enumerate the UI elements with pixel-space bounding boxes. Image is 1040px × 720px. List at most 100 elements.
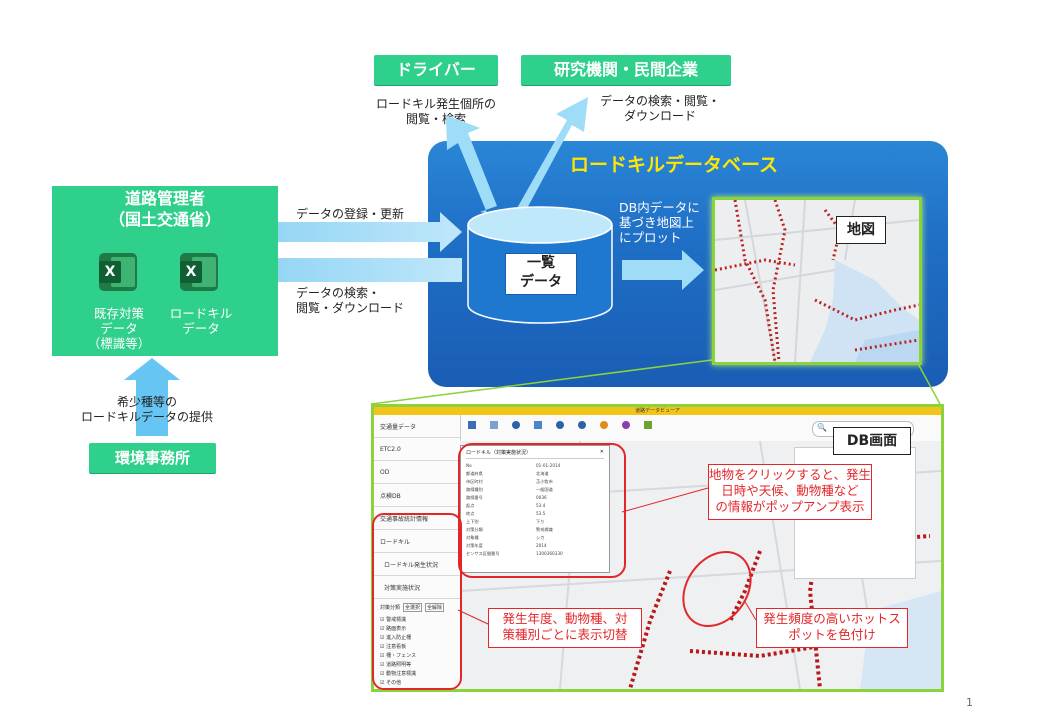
toolbar-icon-2[interactable] bbox=[490, 421, 498, 429]
toolbar-icon-7[interactable] bbox=[600, 421, 608, 429]
close-icon[interactable]: ✕ bbox=[599, 449, 604, 455]
popup-row-value: 53.5 bbox=[536, 511, 546, 516]
popup-callout-line3: の情報がポップアンプ表示 bbox=[715, 499, 865, 514]
measure-item[interactable]: ☑ 注意看板 bbox=[380, 643, 454, 652]
toolbar-icon-1[interactable] bbox=[468, 421, 476, 429]
layer-highlight bbox=[372, 513, 462, 690]
layer-row-1[interactable]: 交通量データ bbox=[374, 415, 460, 438]
research-note-line1: データの検索・閲覧・ bbox=[599, 94, 720, 108]
measure-item[interactable]: ☑ 動物注意標識 bbox=[380, 670, 454, 679]
measure-item-label: 路面表示 bbox=[386, 626, 407, 632]
zoom-line-right bbox=[915, 359, 941, 405]
popup-title: ロードキル（対策実施状況） bbox=[466, 450, 532, 456]
arrow-plot bbox=[622, 250, 704, 290]
zoom-line-left bbox=[370, 359, 713, 405]
search-note-line2: 閲覧・ダウンロード bbox=[296, 301, 405, 315]
excel-left-line3: （標識等） bbox=[87, 336, 151, 351]
checkbox-icon: ☑ bbox=[380, 635, 385, 641]
measure-item[interactable]: ☑ 警戒標識 bbox=[380, 616, 454, 625]
popup-row-value: シカ bbox=[536, 535, 545, 540]
layer-row-2[interactable]: ETC2.0 bbox=[374, 438, 460, 461]
driver-tag: ドライバー bbox=[374, 55, 498, 85]
layer-panel: 交通量データ ETC2.0 OD 点検DB 交通事故統計情報 ロードキル ロード… bbox=[374, 415, 461, 689]
popup-row: 都道府県北海道 bbox=[466, 471, 604, 479]
register-note: データの登録・更新 bbox=[296, 207, 405, 221]
layer-label-4: 点検DB bbox=[380, 492, 401, 500]
measure-item[interactable]: ☑ 道路照明等 bbox=[380, 661, 454, 670]
checkbox-icon: ☑ bbox=[380, 662, 385, 668]
excel-right-label: ロードキル データ bbox=[156, 306, 246, 336]
toggle-callout-line2: 策種別ごとに表示切替 bbox=[502, 627, 628, 642]
measure-item-label: 動物注意標識 bbox=[386, 671, 417, 677]
measure-item[interactable]: ☑ 柵・フェンス bbox=[380, 652, 454, 661]
popup-row: 対策分類警戒標識 bbox=[466, 527, 604, 535]
popup-row-key: 終点 bbox=[466, 511, 475, 516]
plot-note-line1: DB内データに bbox=[619, 200, 700, 215]
driver-note-line1: ロードキル発生個所の bbox=[375, 97, 496, 111]
measure-item[interactable]: ☑ 進入防止柵 bbox=[380, 634, 454, 643]
toolbar-icon-9[interactable] bbox=[644, 421, 652, 429]
clear-all-button[interactable]: 全解除 bbox=[425, 603, 445, 612]
toolbar-icons bbox=[468, 421, 652, 429]
toolbar-icon-3[interactable] bbox=[512, 421, 520, 429]
page-number: 1 bbox=[966, 696, 973, 709]
excel-left-label: 既存対策 データ （標識等） bbox=[74, 306, 164, 351]
checkbox-icon: ☑ bbox=[380, 671, 385, 677]
search-note-line1: データの検索・ bbox=[296, 286, 381, 300]
env-note: 希少種等の ロードキルデータの提供 bbox=[62, 395, 232, 425]
layer-row-3[interactable]: OD bbox=[374, 461, 460, 484]
popup-highlight bbox=[458, 443, 626, 578]
cylinder-label: 一覧 データ bbox=[505, 253, 577, 295]
toolbar-icon-5[interactable] bbox=[556, 421, 564, 429]
search-icon: 🔍 bbox=[817, 423, 827, 432]
popup-row: 終点 53.5 bbox=[466, 511, 604, 519]
layer-row-5[interactable]: 交通事故統計情報 bbox=[374, 507, 460, 530]
env-note-line2: ロードキルデータの提供 bbox=[80, 410, 213, 424]
layer-row-6[interactable]: ロードキル bbox=[374, 530, 460, 553]
hotspot-callout-line2: ポットを色付け bbox=[788, 627, 876, 642]
checkbox-icon: ☑ bbox=[380, 626, 385, 632]
layer-row-4[interactable]: 点検DB bbox=[374, 484, 460, 507]
measure-item-label: 道路照明等 bbox=[386, 662, 412, 668]
select-all-button[interactable]: 全選択 bbox=[403, 603, 423, 612]
toolbar-icon-4[interactable] bbox=[534, 421, 542, 429]
road-admin-title: 道路管理者 （国土交通省） bbox=[52, 188, 278, 230]
popup-row-key: 起点 bbox=[466, 503, 475, 508]
excel-icon-left: X bbox=[99, 253, 137, 291]
arrow-env bbox=[124, 358, 180, 436]
arrow-register bbox=[248, 212, 462, 252]
excel-left-line1: 既存対策 bbox=[93, 306, 144, 321]
viewer-titlebar: 道路データビューア bbox=[374, 407, 941, 415]
popup-row-value: 苫小牧市 bbox=[536, 479, 553, 484]
measure-item[interactable]: ☑ 路面表示 bbox=[380, 625, 454, 634]
measure-item-label: 進入防止柵 bbox=[386, 635, 412, 641]
plot-note: DB内データに 基づき地図上 にプロット bbox=[619, 200, 700, 245]
toolbar-icon-6[interactable] bbox=[578, 421, 586, 429]
sublayer-row-1[interactable]: ロードキル発生状況 bbox=[374, 553, 460, 576]
measure-item-label: 注意看板 bbox=[386, 644, 407, 650]
research-tag: 研究機関・民間企業 bbox=[521, 55, 731, 85]
measure-item-label: 柵・フェンス bbox=[386, 653, 416, 659]
sublayer-row-2[interactable]: 対策実施状況 bbox=[374, 576, 460, 599]
research-note: データの検索・閲覧・ ダウンロード bbox=[580, 94, 740, 124]
layer-label-5: 交通事故統計情報 bbox=[380, 515, 429, 523]
popup-row-key: 対策分類 bbox=[466, 527, 483, 532]
popup-row-key: 路線種別 bbox=[466, 487, 483, 492]
toolbar-icon-8[interactable] bbox=[622, 421, 630, 429]
excel-right-line1: ロードキル bbox=[169, 306, 233, 321]
hotspot-callout-line1: 発生頻度の高いホットス bbox=[763, 611, 901, 626]
layer-label-3: OD bbox=[380, 468, 390, 476]
checkbox-icon: ☑ bbox=[380, 644, 385, 650]
arrow-search bbox=[248, 248, 462, 292]
popup-row-key: 路線番号 bbox=[466, 495, 483, 500]
popup-row-value: 1300360330 bbox=[536, 551, 563, 556]
popup-row-value: 北海道 bbox=[536, 471, 549, 476]
map-thumbnail bbox=[712, 197, 922, 365]
toggle-callout-line1: 発生年度、動物種、対 bbox=[502, 611, 628, 626]
